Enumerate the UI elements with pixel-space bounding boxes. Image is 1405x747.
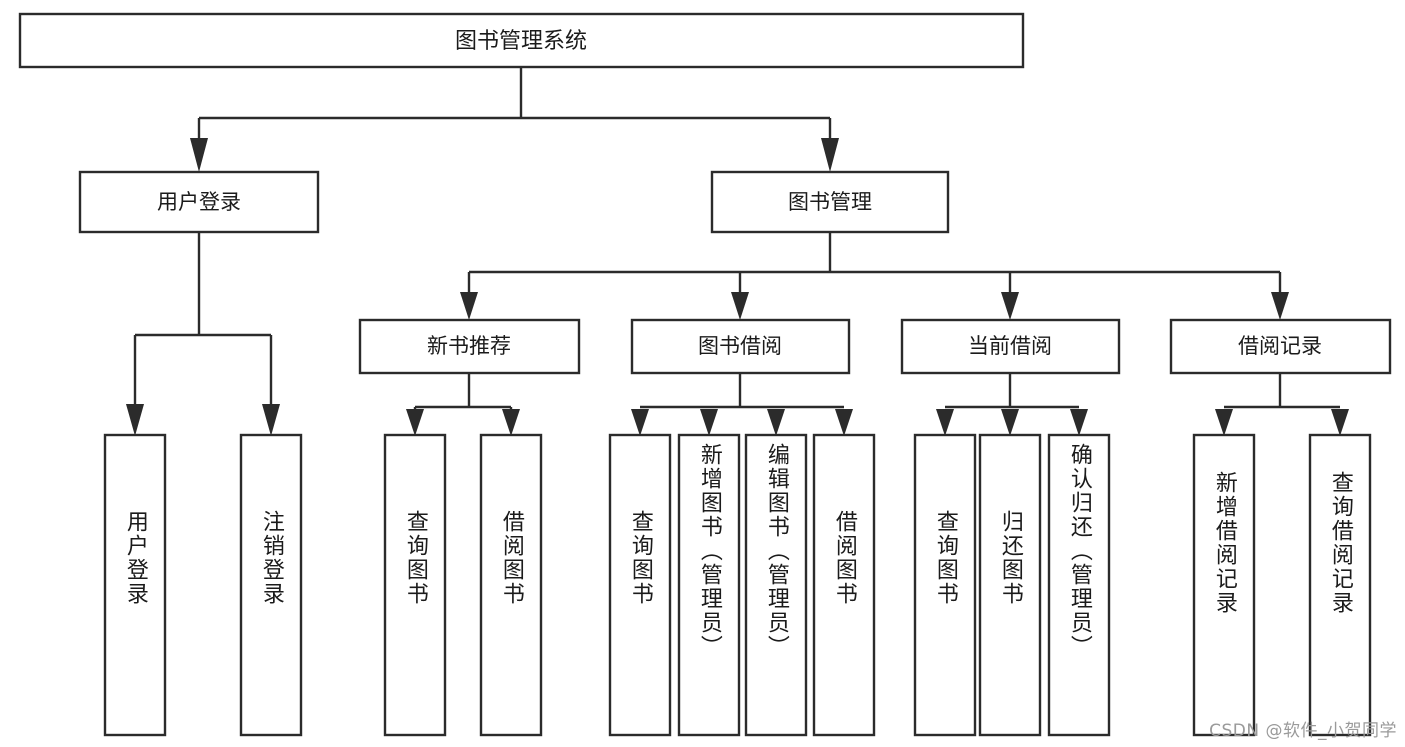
node-user-login-box[interactable] [78, 170, 320, 234]
arrow-head-book-borrow [731, 292, 749, 320]
arrow-head-cb-leaf3 [1070, 409, 1088, 436]
node-book-borrow-box[interactable] [630, 318, 851, 375]
leaf-box-cb-query-book[interactable] [913, 433, 977, 737]
node-borrow-record-box[interactable] [1169, 318, 1392, 375]
node-current-borrow-label: 当前借阅 [968, 334, 1052, 358]
node-new-book-recommend-box[interactable] [358, 318, 581, 375]
node-user-login[interactable]: 用户登录 [78, 170, 320, 234]
node-root[interactable]: 图书管理系统 [18, 12, 1025, 69]
arrow-head-bb-leaf1 [631, 409, 649, 436]
arrow-head-nb-leaf1 [406, 409, 424, 436]
connector-group-new-book [406, 373, 520, 436]
leaf-box-cb-return-book[interactable] [978, 433, 1042, 737]
arrow-head-leaf-logout [262, 404, 280, 436]
arrow-head-cb-leaf2 [1001, 409, 1019, 436]
arrow-head-user-login [190, 138, 208, 172]
arrow-head-borrow-record [1271, 292, 1289, 320]
connector-group-current-borrow [936, 373, 1088, 436]
arrow-head-new-book [460, 292, 478, 320]
leaf-box-nb-query-book[interactable] [383, 433, 447, 737]
arrow-head-bb-leaf4 [835, 409, 853, 436]
node-book-borrow-label: 图书借阅 [698, 334, 782, 358]
leaf-box-br-add-record[interactable] [1192, 433, 1256, 737]
leaf-box-nb-borrow-book[interactable] [479, 433, 543, 737]
leaf-box-bb-borrow-book[interactable] [812, 433, 876, 737]
arrow-head-cb-leaf1 [936, 409, 954, 436]
csdn-watermark: CSDN @软件_小贺同学 [1209, 721, 1397, 741]
node-book-management-box[interactable] [710, 170, 950, 234]
arrow-head-nb-leaf2 [502, 409, 520, 436]
leaf-box-logout[interactable] [239, 433, 303, 737]
leaf-box-br-query-record[interactable] [1308, 433, 1372, 737]
leaf-box-bb-edit-book[interactable] [744, 433, 808, 737]
connector-group-book-mgmt [460, 232, 1289, 320]
node-book-management[interactable]: 图书管理 [710, 170, 950, 234]
connector-group-root [190, 67, 839, 172]
leaf-box-cb-confirm-return[interactable] [1047, 433, 1111, 737]
arrow-head-leaf-user-login [126, 404, 144, 436]
connector-group-book-borrow [631, 373, 853, 436]
node-new-book-recommend-label: 新书推荐 [427, 334, 511, 358]
arrow-head-bb-leaf3 [767, 409, 785, 436]
leaf-box-bb-add-book[interactable] [677, 433, 741, 737]
connector-group-borrow-record [1215, 373, 1349, 436]
arrow-head-br-leaf2 [1331, 409, 1349, 436]
node-borrow-record[interactable]: 借阅记录 [1169, 318, 1392, 375]
arrow-head-book-mgmt [821, 138, 839, 172]
node-borrow-record-label: 借阅记录 [1238, 334, 1322, 358]
leaf-box-user-login[interactable] [103, 433, 167, 737]
node-root-box[interactable] [18, 12, 1025, 69]
node-current-borrow[interactable]: 当前借阅 [900, 318, 1121, 375]
node-book-borrow[interactable]: 图书借阅 [630, 318, 851, 375]
arrow-head-bb-leaf2 [700, 409, 718, 436]
node-root-label: 图书管理系统 [455, 29, 587, 54]
node-new-book-recommend[interactable]: 新书推荐 [358, 318, 581, 375]
leaf-box-bb-query-book[interactable] [608, 433, 672, 737]
connector-group-user-login [126, 232, 280, 436]
arrow-head-br-leaf1 [1215, 409, 1233, 436]
arrow-head-current-borrow [1001, 292, 1019, 320]
node-book-management-label: 图书管理 [788, 190, 872, 214]
node-user-login-label: 用户登录 [157, 190, 241, 214]
node-current-borrow-box[interactable] [900, 318, 1121, 375]
